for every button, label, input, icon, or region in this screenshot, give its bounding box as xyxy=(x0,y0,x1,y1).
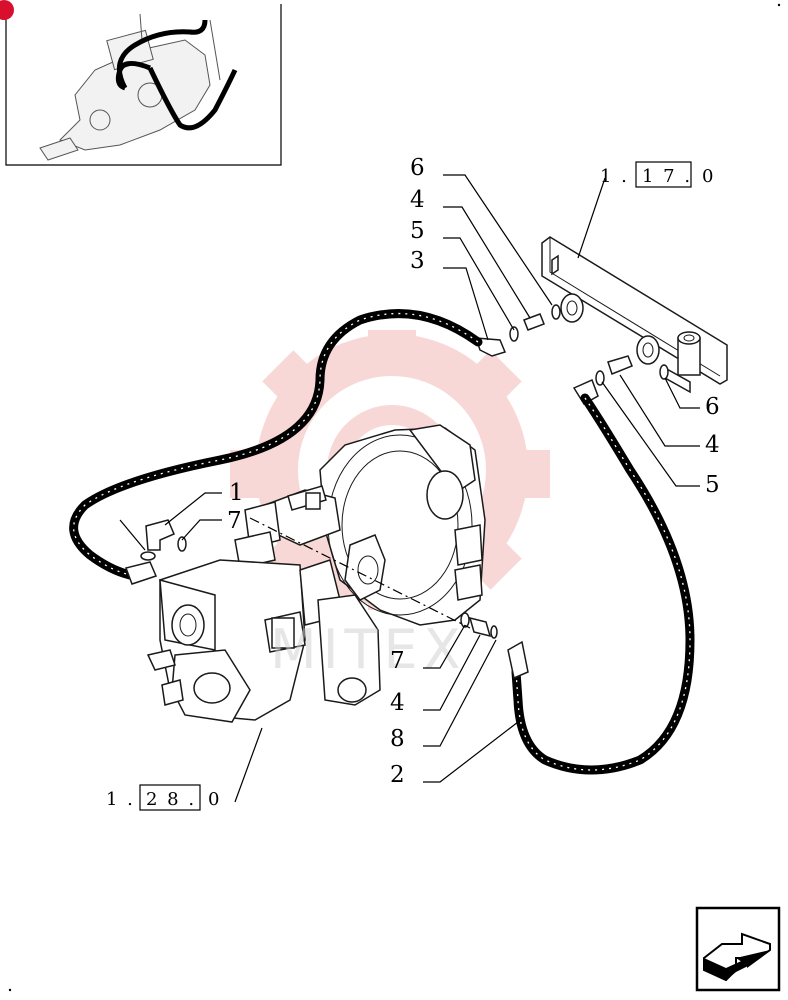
seal-ring-7b xyxy=(460,612,470,628)
thumbnail-hose-c xyxy=(115,61,151,91)
corner-marker-icon xyxy=(0,0,14,20)
callout-5-left: 5 xyxy=(410,218,425,244)
callout-7-upper: 7 xyxy=(227,508,242,534)
callout-7-lower: 7 xyxy=(390,648,405,674)
adapter-4b xyxy=(607,355,633,375)
fittings-upper xyxy=(474,304,669,406)
leader-lines xyxy=(119,174,700,803)
reference-upper-box xyxy=(635,161,692,188)
callout-3: 3 xyxy=(410,248,425,274)
callout-6-right: 6 xyxy=(705,394,720,420)
callout-4-right: 4 xyxy=(705,432,720,458)
corner-dot-bottom-left xyxy=(8,988,12,992)
callout-2: 2 xyxy=(390,762,405,788)
reference-upper: 1 . 1 7 . 0 xyxy=(600,161,715,188)
hose-upper xyxy=(69,309,483,580)
seal-ring-6b xyxy=(659,364,669,380)
callout-4-lower: 4 xyxy=(390,690,405,716)
callout-5-right: 5 xyxy=(705,472,720,498)
reference-lower-prefix: 1 . xyxy=(106,789,135,810)
corner-dot-top-right xyxy=(777,3,781,7)
mounting-plate-assembly xyxy=(541,236,728,394)
reference-lower-box-text: 2 8 . xyxy=(146,789,196,810)
callout-6-left: 6 xyxy=(410,155,425,181)
elbow-1 xyxy=(145,519,175,551)
thumbnail-hose-b xyxy=(147,66,238,131)
reference-upper-box-text: 1 7 . xyxy=(642,166,692,187)
callout-1: 1 xyxy=(229,480,244,506)
reference-lower-box xyxy=(139,784,201,811)
hose-fitting-lower-end xyxy=(507,640,529,680)
fittings-lower xyxy=(140,519,498,639)
adapter-4a xyxy=(523,313,545,331)
reference-lower-suffix: 0 xyxy=(208,789,221,810)
seal-ring-5a xyxy=(509,326,519,342)
callout-4-left: 4 xyxy=(410,187,425,213)
assembly-centerline xyxy=(249,517,471,629)
next-page-button[interactable] xyxy=(695,906,781,992)
reference-upper-prefix: 1 . xyxy=(600,166,629,187)
reference-upper-suffix: 0 xyxy=(702,166,715,187)
seal-ring-left xyxy=(140,551,156,561)
reference-lower: 1 . 2 8 . 0 xyxy=(106,784,221,811)
callout-8: 8 xyxy=(390,726,405,752)
seal-ring-6a xyxy=(551,304,561,320)
adapter-4c xyxy=(468,616,492,638)
seal-ring-8 xyxy=(490,625,498,639)
watermark-text: MITEX xyxy=(270,618,467,681)
seal-ring-7a xyxy=(177,536,187,552)
thumbnail-hose-a xyxy=(116,19,208,90)
overview-thumbnail xyxy=(0,0,282,166)
hose-fitting-left-end xyxy=(125,561,158,585)
next-page-arrow-icon xyxy=(703,932,771,982)
elbow-3 xyxy=(474,337,507,357)
callout-labels: 1 7 6 4 5 3 6 4 5 7 4 8 2 xyxy=(227,155,720,788)
pump-transmission-assembly xyxy=(146,424,486,723)
hoses xyxy=(69,309,695,775)
seal-ring-5b xyxy=(595,370,605,386)
thumbnail-assembly-sketch xyxy=(39,13,221,161)
